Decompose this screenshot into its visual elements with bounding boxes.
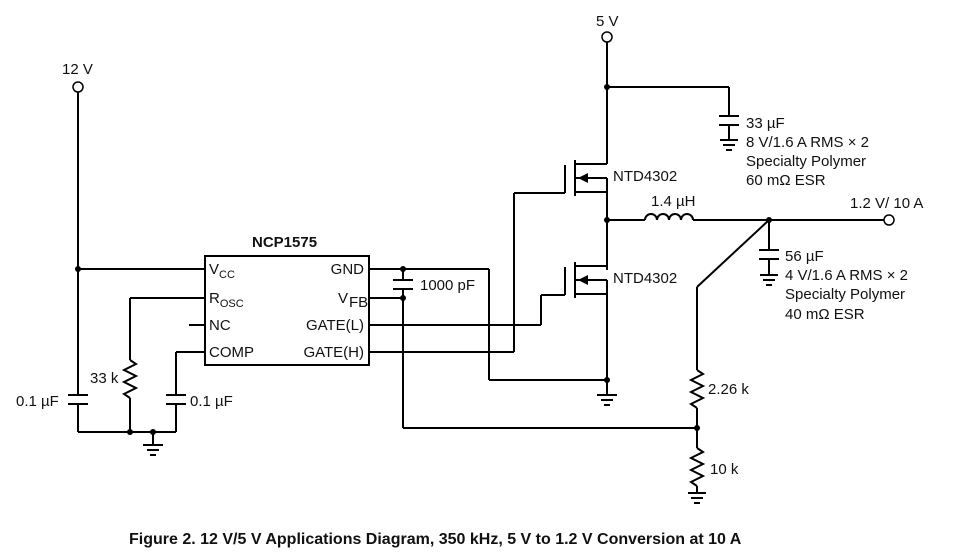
pin-vcc: VCC [209, 261, 235, 281]
pin-vfb: V [338, 290, 348, 307]
mosfet-low-label: NTD4302 [613, 270, 677, 287]
pin-nc: NC [209, 317, 231, 334]
inductor-label: 1.4 µH [651, 193, 696, 210]
output-terminal [883, 214, 895, 226]
supply-5v-terminal [601, 31, 613, 43]
ground-icon [143, 432, 163, 456]
supply-5v-label: 5 V [596, 13, 619, 30]
gnd-net [369, 266, 607, 381]
pin-gate-h: GATE(H) [303, 344, 364, 361]
pin-comp: COMP [209, 344, 254, 361]
supply-5v-rail [604, 42, 730, 160]
mosfet-low [564, 262, 608, 395]
mosfet-high [564, 160, 608, 270]
inductor [644, 213, 694, 221]
capacitor-input-esr: 60 mΩ ESR [746, 172, 826, 189]
capacitor-output-value: 56 µF [785, 248, 824, 265]
gate-high-net [369, 192, 565, 353]
ground-icon [597, 394, 617, 406]
pin-vfb-sub: FB [349, 294, 368, 311]
pin-gate-l: GATE(L) [306, 317, 364, 334]
supply-12v [72, 81, 205, 432]
resistor-fb-top-label: 2.26 k [708, 381, 749, 398]
resistor-rosc [121, 297, 205, 432]
capacitor-output-rating: 4 V/1.6 A RMS × 2 [785, 267, 908, 284]
capacitor-output-type: Specialty Polymer [785, 286, 905, 303]
capacitor-output-esr: 40 mΩ ESR [785, 306, 865, 323]
capacitor-comp [166, 351, 205, 432]
capacitor-input-rating: 8 V/1.6 A RMS × 2 [746, 134, 869, 151]
figure-caption: Figure 2. 12 V/5 V Applications Diagram,… [129, 531, 742, 548]
gate-low-net [369, 294, 565, 326]
capacitor-input-type: Specialty Polymer [746, 153, 866, 170]
output-label: 1.2 V/ 10 A [850, 195, 923, 212]
resistor-fb-bottom-label: 10 k [710, 461, 739, 478]
vfb-net [369, 295, 697, 429]
capacitor-comp-label: 0.1 µF [190, 393, 233, 410]
supply-12v-label: 12 V [62, 61, 93, 78]
ic-name: NCP1575 [252, 234, 317, 251]
capacitor-vcc-label: 0.1 µF [16, 393, 59, 410]
resistor-rosc-label: 33 k [90, 370, 119, 387]
capacitor-1000pf-label: 1000 pF [420, 277, 475, 294]
capacitor-vcc [68, 394, 88, 405]
capacitor-input-value: 33 µF [746, 115, 785, 132]
ic-body [204, 255, 370, 366]
capacitor-input [719, 115, 739, 151]
mosfet-high-label: NTD4302 [613, 168, 677, 185]
capacitor-output [759, 220, 779, 286]
pin-gnd: GND [331, 261, 365, 278]
feedback-divider [688, 219, 770, 504]
pin-rosc: ROSC [209, 290, 244, 310]
